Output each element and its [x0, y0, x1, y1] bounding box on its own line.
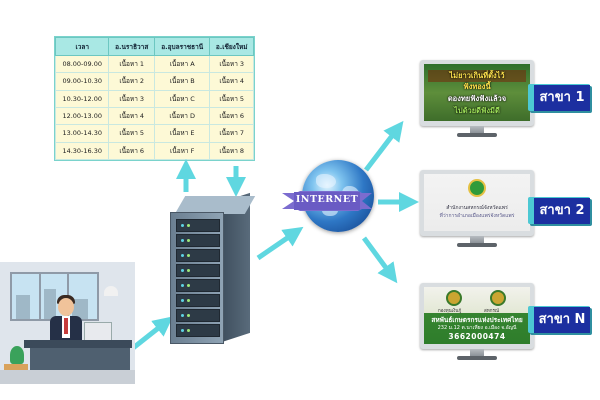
internet-label: INTERNET — [295, 194, 359, 205]
server-rack — [176, 219, 220, 232]
desk-top — [24, 340, 132, 348]
monitor-screen: ไม่ยาวเกินที่ตั้งไว้ ฟังทองนี้ ดองทยฟังฟ… — [424, 64, 530, 121]
screen-title: สหพันธ์เกษตรกรแห่งประเทศไทย — [431, 316, 523, 324]
branch-label-2: สาขา 2 — [528, 197, 590, 224]
header-ubon: อ.อุบลราชธานี — [153, 37, 211, 56]
branch-label-text: สาขา 1 — [534, 85, 590, 111]
ribbon-shape — [282, 191, 372, 211]
monitor-branch-1: ไม่ยาวเกินที่ตั้งไว้ ฟังทองนี้ ดองทยฟังฟ… — [420, 60, 534, 137]
screen-text: ดองทยฟังฟังแล้วจ — [447, 94, 507, 103]
table-row: 09.00-10.30 เนื้อหา 2 เนื้อหา B เนื้อหา … — [54, 72, 254, 91]
logo-icon — [446, 290, 462, 306]
screen-text: ฟังทองนี้ — [463, 82, 491, 91]
monitor-frame: กองทุนเงินกู้ สหกรณ์ สหพันธ์เกษตรกรแห่งป… — [420, 283, 534, 349]
server-rack — [176, 249, 220, 262]
cell: 14.30-16.30 — [54, 141, 110, 161]
monitor-screen: สำนักงานสหกรณ์จังหวัดแพร่ ที่ว่าการอำเภอ… — [424, 174, 530, 231]
internet-ribbon: INTERNET — [282, 190, 372, 212]
office-floor — [0, 370, 135, 384]
server-side — [222, 192, 250, 342]
monitor-stand — [457, 243, 497, 247]
monitor-branch-2: สำนักงานสหกรณ์จังหวัดแพร่ ที่ว่าการอำเภอ… — [420, 170, 534, 247]
table-row: 14.30-16.30 เนื้อหา 6 เนื้อหา F เนื้อหา … — [54, 141, 254, 161]
screen-text: กองทุนเงินกู้ — [438, 309, 462, 314]
branch-label-text: สาขา 2 — [534, 198, 590, 224]
cell: เนื้อหา F — [153, 141, 211, 161]
server-rack — [176, 264, 220, 277]
server-rack — [176, 309, 220, 322]
server-rack — [176, 279, 220, 292]
arrow-server-to-internet — [256, 226, 304, 261]
screen-header — [424, 287, 530, 313]
monitor-stand — [457, 133, 497, 137]
monitor-screen: กองทุนเงินกู้ สหกรณ์ สหพันธ์เกษตรกรแห่งป… — [424, 287, 530, 344]
server-front — [170, 212, 224, 344]
screen-text: ไปด้วยดีฟังมีดี — [454, 106, 500, 115]
monitor-frame: สำนักงานสหกรณ์จังหวัดแพร่ ที่ว่าการอำเภอ… — [420, 170, 534, 236]
monitor-frame: ไม่ยาวเกินที่ตั้งไว้ ฟังทองนี้ ดองทยฟังฟ… — [420, 60, 534, 126]
header-time: เวลา — [54, 37, 110, 56]
screen-number: 3662000474 — [448, 332, 506, 341]
cell: เนื้อหา A — [153, 54, 211, 74]
monitor-neck — [470, 236, 484, 243]
branch-label-1: สาขา 1 — [528, 84, 590, 111]
table-header-row: เวลา อ.นราธิวาส อ.อุบลราชธานี อ.เชียงใหม… — [54, 37, 254, 56]
header-narathiwat: อ.นราธิวาส — [108, 37, 155, 56]
arrow-internet-to-branchN — [361, 236, 398, 284]
cell: เนื้อหา 8 — [209, 141, 254, 161]
screen-text: ไม่ยาวเกินที่ตั้งไว้ — [428, 70, 526, 82]
server-rack — [176, 294, 220, 307]
screen-text: สหกรณ์ — [484, 309, 500, 314]
branch-label-text: สาขา N — [534, 307, 590, 333]
table-row: 08.00-09.00 เนื้อหา 1 เนื้อหา A เนื้อหา … — [54, 54, 254, 74]
server-icon — [170, 192, 256, 346]
office-window — [10, 272, 99, 321]
plant-icon — [10, 346, 24, 364]
monitor-neck — [470, 349, 484, 356]
monitor-branch-n: กองทุนเงินกู้ สหกรณ์ สหพันธ์เกษตรกรแห่งป… — [420, 283, 534, 360]
laptop-icon — [84, 322, 112, 342]
screen-text: สำนักงานสหกรณ์จังหวัดแพร่ — [446, 205, 508, 211]
branch-label-n: สาขา N — [528, 306, 590, 333]
table-row: 12.00-13.00 เนื้อหา 4 เนื้อหา D เนื้อหา … — [54, 106, 254, 126]
table-row: 13.00-14.30 เนื้อหา 5 เนื้อหา E เนื้อหา … — [54, 124, 254, 143]
person-tie — [64, 318, 68, 334]
table-row: 10.30-12.00 เนื้อหา 3 เนื้อหา C เนื้อหา … — [54, 89, 254, 108]
monitor-neck — [470, 126, 484, 133]
cell: เนื้อหา 7 — [209, 124, 254, 143]
logo-icon — [490, 290, 506, 306]
seal-icon — [468, 179, 486, 197]
screen-address: 232 ม.12 ต.นาเหียง อ.เมือง จ.อัญนี — [437, 325, 517, 331]
monitor-stand — [457, 356, 497, 360]
screen-text: ที่ว่าการอำเภอเมืองแพร่จังหวัดแพร่ — [439, 213, 515, 219]
server-rack — [176, 234, 220, 247]
person-head — [58, 298, 74, 316]
server-rack — [176, 324, 220, 337]
office-scene — [0, 262, 135, 384]
lamp-icon — [104, 286, 118, 296]
schedule-table: เวลา อ.นราธิวาส อ.อุบลราชธานี อ.เชียงใหม… — [54, 36, 255, 161]
arrow-internet-to-branch1 — [364, 120, 404, 172]
